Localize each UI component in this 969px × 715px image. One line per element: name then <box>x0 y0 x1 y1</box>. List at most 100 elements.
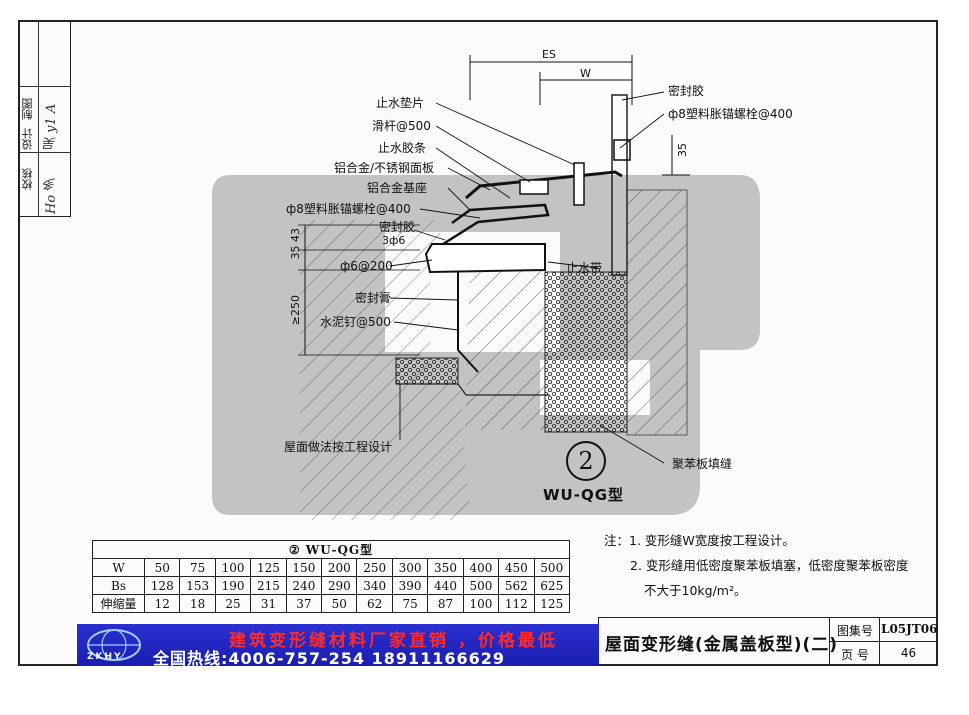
callout-roof: 屋面做法按工程设计 <box>284 440 393 454</box>
table-row: W 50 75 100 125 150 200 250 300 350 400 … <box>91 558 571 577</box>
note-3: 不大于10kg/m²。 <box>644 583 747 598</box>
anchor-bolt <box>573 162 585 206</box>
model-label: WU-QG型 <box>543 486 625 504</box>
table-cell: 240 <box>285 576 323 595</box>
row-label: 伸缩量 <box>91 594 146 613</box>
table-cell: 500 <box>533 558 571 577</box>
dim-35-right: 35 <box>676 143 689 157</box>
sidebar-divider <box>18 152 70 153</box>
banner-headline: 建筑变形缝材料厂家直销 ，价格最低 <box>229 631 558 651</box>
table-cell: 190 <box>214 576 252 595</box>
table-cell: 112 <box>498 594 535 613</box>
right-wall <box>626 189 688 436</box>
dim-35-43: 35 43 <box>289 228 302 260</box>
ad-banner: ZKHY 建筑变形缝材料厂家直销 ，价格最低 全国热线:4006-757-254… <box>77 624 599 668</box>
table-row: Bs 128 153 190 215 240 290 340 390 440 5… <box>91 576 571 595</box>
table-cell: 562 <box>498 576 535 595</box>
row-label: W <box>91 558 146 577</box>
callout-cement-nail: 水泥钉@500 <box>320 315 391 329</box>
table-cell: 87 <box>427 594 464 613</box>
cover-plate <box>465 170 623 200</box>
detail-number: 2 <box>566 441 606 481</box>
notes: 注：1. 变形缝W宽度按工程设计。 2. 变形缝用低密度聚苯板填塞，低密度聚苯板… <box>604 528 908 603</box>
drawing-title: 屋面变形缝(金属盖板型)(二) <box>605 635 839 655</box>
atlas-value: L05JT06 <box>881 622 938 636</box>
zkhy-logo-icon <box>87 629 141 661</box>
atlas-label: 图集号 <box>836 624 873 638</box>
note-2: 2. 变形缝用低密度聚苯板填塞，低密度聚苯板密度 <box>630 558 909 573</box>
callout-waterstop-pad: 止水垫片 <box>376 96 425 110</box>
bracket <box>424 243 546 274</box>
callout-anchor-right: ф8塑料胀锚螺栓@400 <box>668 107 793 121</box>
table-cell: 128 <box>144 576 181 595</box>
size-table: ② WU-QG型 W 50 75 100 125 150 200 250 300… <box>91 540 571 613</box>
roof-insulation <box>395 357 459 385</box>
table-cell: 390 <box>391 576 429 595</box>
title-block: 屋面变形缝(金属盖板型)(二) 图集号 L05JT06 页 号 46 <box>598 617 938 665</box>
table-cell: 400 <box>462 558 500 577</box>
table-cell: 100 <box>214 558 252 577</box>
table-cell: 75 <box>391 594 429 613</box>
table-cell: 290 <box>321 576 358 595</box>
banner-hotline: 全国热线:4006-757-254 18911166629 <box>153 649 506 668</box>
note-line: 注：1. 变形缝W宽度按工程设计。 <box>604 528 908 553</box>
row-label: Bs <box>91 576 146 595</box>
note-1: 1. 变形缝W宽度按工程设计。 <box>629 533 795 548</box>
table-cell: 350 <box>427 558 464 577</box>
table-cell: 200 <box>321 558 358 577</box>
table-cell: 50 <box>144 558 181 577</box>
table-cell: 50 <box>321 594 358 613</box>
table-cell: 440 <box>427 576 464 595</box>
callout-slide-bar: 滑杆@500 <box>372 119 431 133</box>
sidebar-divider <box>38 20 39 216</box>
callout-cover-plate: 铝合金/不锈钢面板 <box>334 161 435 175</box>
page-value: 46 <box>900 646 917 660</box>
dim-3phi6: 3ф6 <box>382 234 406 247</box>
aluminium-base <box>439 203 550 248</box>
table-cell: 25 <box>214 594 252 613</box>
table-cell: 625 <box>533 576 571 595</box>
callout-seal-top: 密封胶 <box>668 84 705 98</box>
table-cell: 340 <box>356 576 393 595</box>
logo-text: ZKHY <box>87 652 123 662</box>
table-cell: 75 <box>179 558 216 577</box>
table-cell: 12 <box>144 594 181 613</box>
table-cell: 31 <box>250 594 287 613</box>
table-title-text: WU-QG型 <box>305 543 374 557</box>
dim-es: ES <box>542 48 556 61</box>
sidebar-divider <box>18 86 70 87</box>
table-cell: 250 <box>356 558 393 577</box>
table-cell: 153 <box>179 576 216 595</box>
callout-base: 铝合金基座 <box>367 181 428 195</box>
eps-filler <box>544 271 628 433</box>
table-row: 伸缩量 12 18 25 31 37 50 62 75 87 100 112 1… <box>91 594 571 613</box>
callout-sealant: 密封胶 <box>379 220 416 234</box>
note-line: 不大于10kg/m²。 <box>604 578 908 603</box>
left-structure <box>465 270 545 430</box>
table-cell: 450 <box>498 558 535 577</box>
table-cell: 215 <box>250 576 287 595</box>
dim-250: ≥250 <box>289 295 302 326</box>
callout-phi6: ф6@200 <box>340 259 393 273</box>
table-cell: 500 <box>462 576 500 595</box>
dim-w: W <box>580 67 591 80</box>
signature-column <box>18 20 71 217</box>
table-cell: 100 <box>462 594 500 613</box>
page-label: 页 号 <box>841 648 869 662</box>
table-title: ② WU-QG型 <box>92 540 570 559</box>
table-cell: 300 <box>391 558 429 577</box>
right-upstand <box>611 94 628 276</box>
callout-waterstop-band: 止水带 <box>566 261 603 275</box>
note-line: 2. 变形缝用低密度聚苯板填塞，低密度聚苯板密度 <box>604 553 908 578</box>
left-concrete <box>300 220 470 520</box>
table-title-num: ② <box>288 543 301 557</box>
callout-eps-fill: 聚苯板填缝 <box>672 457 733 471</box>
callout-waterstop-strip: 止水胶条 <box>378 141 427 155</box>
table-cell: 150 <box>285 558 323 577</box>
table-cell: 37 <box>285 594 323 613</box>
callout-anchor-left: ф8塑料胀锚螺栓@400 <box>286 202 411 216</box>
table-cell: 125 <box>533 594 571 613</box>
callout-sealing-paste: 密封膏 <box>355 291 392 305</box>
table-cell: 125 <box>250 558 287 577</box>
